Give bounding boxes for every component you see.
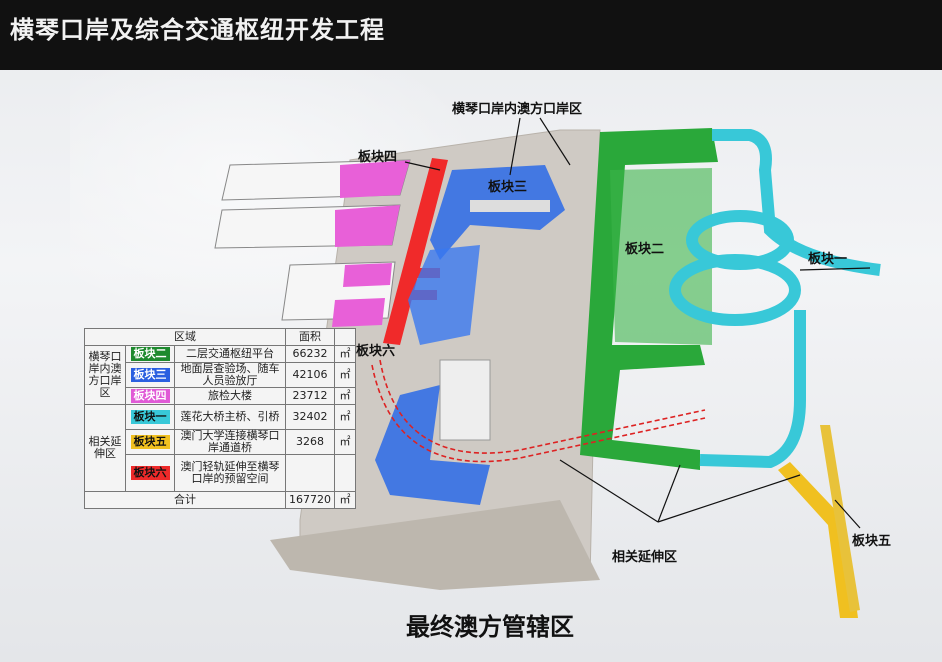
legend-total-row: 合计 167720 ㎡ xyxy=(84,491,356,509)
legend-header-row: 区域 面积 xyxy=(84,328,356,346)
block2-area xyxy=(580,128,718,470)
legend-desc: 澳门轻轨延伸至横琴口岸的预留空间 xyxy=(174,454,286,492)
block3-area xyxy=(375,165,565,505)
legend-desc: 二层交通枢纽平台 xyxy=(174,345,286,363)
legend-row: 板块三 地面层查验场、随车人员验放厅 42106 ㎡ xyxy=(85,362,356,388)
legend-row: 板块五 澳门大学连接横琴口岸通道桥 3268 ㎡ xyxy=(85,429,356,455)
legend-group2: 相关延伸区 xyxy=(84,404,126,492)
label-block5: 板块五 xyxy=(852,534,892,549)
legend-unit: ㎡ xyxy=(334,387,356,405)
label-block6: 板块六 xyxy=(356,344,396,359)
label-block4: 板块四 xyxy=(358,150,398,165)
rail-dashed-line xyxy=(379,359,706,454)
legend-swatch: 板块三 xyxy=(130,368,170,382)
legend-unit: ㎡ xyxy=(334,429,356,455)
legend-col-area: 区域 xyxy=(84,328,286,346)
block1-area xyxy=(669,129,881,469)
legend-unit: ㎡ xyxy=(334,491,356,509)
legend-swatch: 板块六 xyxy=(130,466,170,480)
legend-desc: 旅检大楼 xyxy=(174,387,286,405)
legend-total-label: 合计 xyxy=(84,491,286,509)
legend-swatch: 板块四 xyxy=(130,389,170,403)
legend-col-size: 面积 xyxy=(285,328,335,346)
legend-area xyxy=(285,454,335,492)
legend-group1: 横琴口岸内澳方口岸区 xyxy=(84,345,126,405)
legend-unit: ㎡ xyxy=(334,345,356,363)
legend-unit: ㎡ xyxy=(334,404,356,430)
header-bar: 横琴口岸及综合交通枢纽开发工程 xyxy=(0,0,942,70)
legend-desc: 澳门大学连接横琴口岸通道桥 xyxy=(174,429,286,455)
legend-total-value: 167720 xyxy=(285,491,335,509)
legend-row: 相关延伸区 板块一 莲花大桥主桥、引桥 32402 ㎡ xyxy=(84,404,356,492)
legend-unit: ㎡ xyxy=(334,362,356,388)
legend-desc: 地面层查验场、随车人员验放厅 xyxy=(174,362,286,388)
legend-swatch: 板块五 xyxy=(130,435,170,449)
legend-swatch: 板块一 xyxy=(130,410,170,424)
legend-area: 66232 xyxy=(285,345,335,363)
label-zone-inner: 横琴口岸内澳方口岸区 xyxy=(452,102,583,117)
legend-row: 板块六 澳门轻轨延伸至横琴口岸的预留空间 xyxy=(85,454,356,492)
block5-road xyxy=(778,462,858,618)
label-block1: 板块一 xyxy=(808,252,848,267)
legend-row: 板块四 旅检大楼 23712 ㎡ xyxy=(85,387,356,405)
legend-desc: 莲花大桥主桥、引桥 xyxy=(174,404,286,430)
page-title: 横琴口岸及综合交通枢纽开发工程 xyxy=(10,16,385,44)
leader-lines xyxy=(404,117,871,529)
label-block3: 板块三 xyxy=(488,180,528,195)
block6-strip xyxy=(383,158,448,345)
legend-area: 32402 xyxy=(285,404,335,430)
legend-area: 23712 xyxy=(285,387,335,405)
label-block2: 板块二 xyxy=(625,242,665,257)
site-ground-lower xyxy=(270,500,600,590)
block5-road-2 xyxy=(820,425,860,612)
label-extension: 相关延伸区 xyxy=(612,550,678,565)
legend-table: 区域 面积 横琴口岸内澳方口岸区 板块二 二层交通枢纽平台 66232 ㎡ 板块… xyxy=(84,328,356,509)
bottom-title: 最终澳方管辖区 xyxy=(406,613,574,641)
legend-swatch: 板块二 xyxy=(130,347,170,361)
legend-row: 横琴口岸内澳方口岸区 板块二 二层交通枢纽平台 66232 ㎡ xyxy=(84,345,356,405)
block4-buildings xyxy=(214,159,411,327)
legend-area: 3268 xyxy=(285,429,335,455)
legend-area: 42106 xyxy=(285,362,335,388)
